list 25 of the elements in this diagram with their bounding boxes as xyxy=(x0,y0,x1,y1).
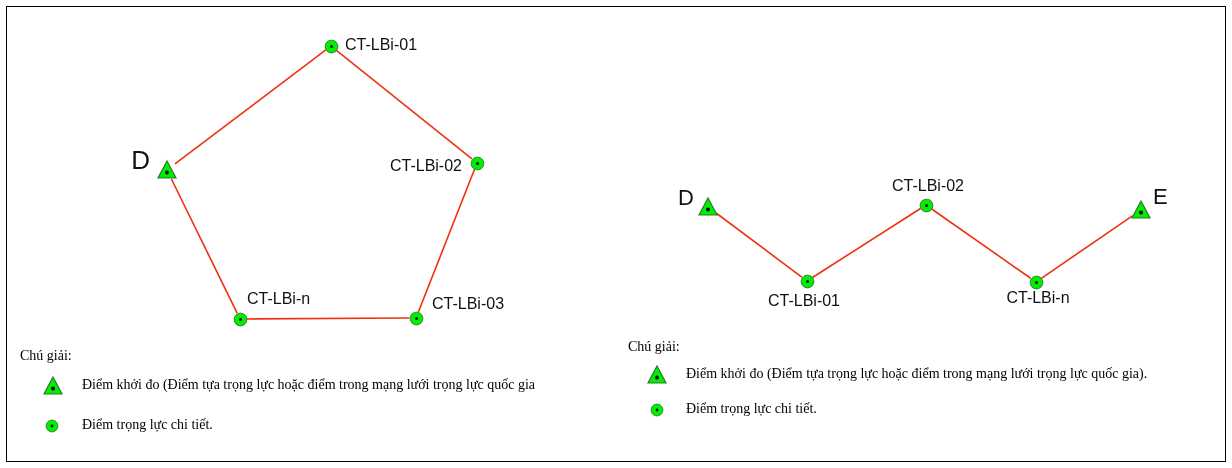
legend-text: Điểm trọng lực chi tiết. xyxy=(82,418,213,432)
point-name: D xyxy=(131,147,150,173)
point-name: E xyxy=(1153,186,1168,208)
survey-line xyxy=(715,212,803,278)
point-name: CT-LBi-01 xyxy=(345,37,418,53)
point-name: D xyxy=(678,187,694,209)
survey-line xyxy=(417,168,476,313)
survey-line xyxy=(170,178,238,314)
point-name: CT-LBi-02 xyxy=(892,178,964,194)
survey-line xyxy=(811,207,922,279)
point-name: CT-LBi-03 xyxy=(432,296,505,312)
legend-heading: Chú giải: xyxy=(20,349,72,363)
survey-line xyxy=(335,49,473,160)
point-name: CT-LBi-n xyxy=(1006,290,1070,306)
survey-line xyxy=(174,49,327,165)
legend-text: Điểm khởi đo (Điểm tựa trọng lực hoặc điểm trong mạng lưới trọng lực quốc gia). xyxy=(686,367,1148,381)
survey-line xyxy=(1040,214,1134,280)
point-name: CT-LBi-02 xyxy=(389,158,462,174)
legend-text: Điểm trọng lực chi tiết. xyxy=(686,402,817,416)
legend-heading: Chú giải: xyxy=(628,340,680,354)
legend-text: Điểm khởi đo (Điểm tựa trọng lực hoặc điểm trong mạng lưới trọng lực quốc gia xyxy=(82,378,535,392)
point-name: CT-LBi-n xyxy=(247,291,311,307)
point-name: CT-LBi-01 xyxy=(768,293,840,309)
survey-line xyxy=(245,317,411,320)
survey-line xyxy=(930,207,1032,280)
